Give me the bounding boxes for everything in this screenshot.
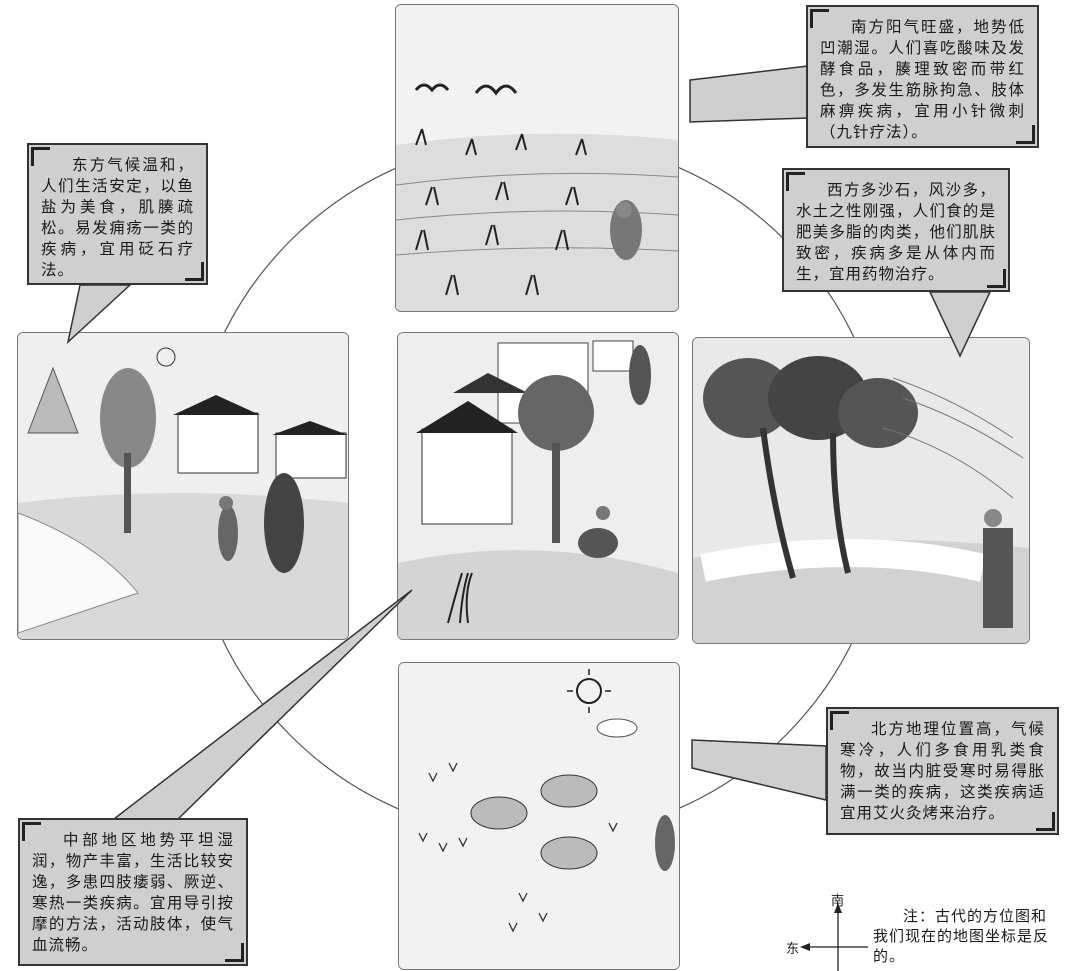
compass-south-label: 南 xyxy=(831,894,845,909)
willow-tree xyxy=(100,368,156,468)
panel-north-scene xyxy=(398,662,680,970)
seated-person xyxy=(578,528,618,558)
footnote: 注：古代的方位图和我们现在的地图坐标是反的。 xyxy=(873,907,1050,965)
callout-south: 南方阳气旺盛，地势低凹潮湿。人们喜吃酸味及发酵食品，腠理致密而带红色，多发生筋脉… xyxy=(806,5,1039,148)
east-coast-illustration xyxy=(18,333,348,639)
callout-east-text: 东方气候温和，人们生活安定，以鱼盐为美食，肌腠疏松。易发痈疡一类的疾病，宜用砭石… xyxy=(41,156,194,279)
panel-center-scene xyxy=(397,332,679,640)
callout-center: 中部地区地势平坦湿润，物产丰富，生活比较安逸，多患四肢痿弱、厥逆、寒热一类疾病。… xyxy=(18,818,248,966)
callout-south-text: 南方阳气旺盛，地势低凹潮湿。人们喜吃酸味及发酵食品，腠理致密而带红色，多发生筋脉… xyxy=(820,18,1025,141)
person-figure xyxy=(218,505,238,561)
callout-north-text: 北方地理位置高，气候寒冷，人们多食用乳类食物，故当内脏受寒时易得胀满一类的疾病，… xyxy=(840,720,1045,822)
panel-east-scene xyxy=(17,332,349,640)
windswept-tree xyxy=(703,358,793,438)
windswept-tree xyxy=(838,378,918,448)
compass-legend: 南 东 xyxy=(786,893,870,971)
sheep xyxy=(540,774,598,808)
callout-west: 西方多沙石，风沙多，水土之性刚强，人们食的是肥美多脂的肉类，他们肌肤致密，疾病多… xyxy=(782,168,1010,292)
sun-icon xyxy=(576,678,602,704)
cloud-icon xyxy=(596,718,638,738)
rice-field-illustration xyxy=(396,5,678,311)
sun-icon xyxy=(156,347,176,367)
callout-west-text: 西方多沙石，风沙多，水土之性刚强，人们食的是肥美多脂的肉类，他们肌肤致密，疾病多… xyxy=(796,181,996,283)
panel-west-scene xyxy=(692,337,1030,644)
compass-arrows xyxy=(800,903,868,971)
cypress-tree xyxy=(264,473,304,573)
sheep xyxy=(470,796,528,830)
bird-icon xyxy=(414,83,450,93)
panel-south-scene xyxy=(395,4,679,312)
callout-north: 北方地理位置高，气候寒冷，人们多食用乳类食物，故当内脏受寒时易得胀满一类的疾病，… xyxy=(826,707,1059,835)
standing-person xyxy=(983,528,1013,628)
windy-trees-illustration xyxy=(693,338,1029,643)
compass-east-label: 东 xyxy=(786,942,800,957)
callout-center-text: 中部地区地势平坦湿润，物产丰富，生活比较安逸，多患四肢痿弱、厥逆、寒热一类疾病。… xyxy=(32,831,234,954)
tree xyxy=(518,375,594,451)
bird-icon xyxy=(474,84,518,96)
grazing-sheep-illustration xyxy=(399,663,679,969)
central-plain-illustration xyxy=(398,333,678,639)
sheep xyxy=(540,836,598,870)
shepherd-figure xyxy=(655,815,675,871)
callout-east: 东方气候温和，人们生活安定，以鱼盐为美食，肌腠疏松。易发痈疡一类的疾病，宜用砭石… xyxy=(27,143,208,285)
